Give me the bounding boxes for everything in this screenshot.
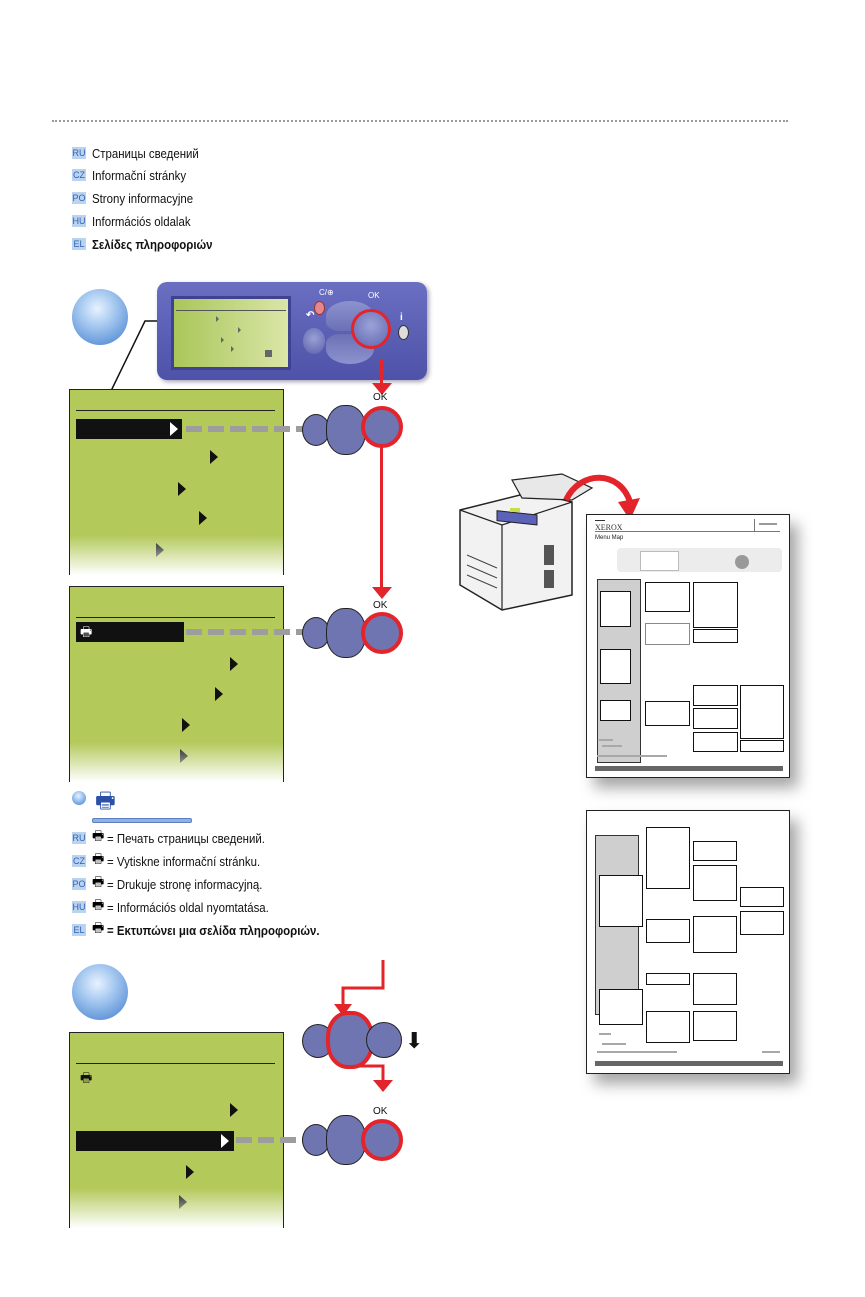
submenu-arrow	[210, 450, 218, 464]
legend-entry: EL 🖶 = Εκτυπώνει μια σελίδα πληροφοριών.	[72, 920, 349, 939]
menu-map-page-1: XEROX Menu Map	[586, 514, 790, 778]
title-text: Strony informacyjne	[92, 190, 194, 206]
legend-text: = Печать страницы сведений.	[107, 830, 266, 846]
title-entry: HU Információs oldalak	[72, 212, 204, 230]
ok-button[interactable]	[366, 1022, 402, 1058]
title-text: Страницы сведений	[92, 145, 199, 161]
lcd-screen-1	[69, 389, 284, 575]
title-entry: EL Σελίδες πληροφοριών	[72, 235, 229, 253]
language-badge: EL	[72, 924, 86, 936]
submenu-arrow	[230, 1103, 238, 1117]
printer-control-panel: ↶ C/⊕ OK i	[157, 282, 427, 380]
lcd-screen-2: 🖶	[69, 586, 284, 782]
print-icon: 🖶	[80, 624, 93, 639]
language-badge: CZ	[72, 169, 86, 181]
flow-arrow	[380, 360, 383, 390]
back-button[interactable]	[302, 617, 330, 649]
legend-entry: RU 🖶 = Печать страницы сведений.	[72, 828, 287, 847]
up-down-button[interactable]	[326, 1115, 366, 1165]
up-down-button[interactable]	[326, 405, 366, 455]
submenu-arrow	[178, 482, 186, 496]
flow-arrowhead	[372, 587, 392, 599]
power-saver-icon: C/⊕	[319, 288, 334, 297]
selection-pointer	[236, 1137, 344, 1143]
title-entry: PO Strony informacyjne	[72, 189, 207, 207]
selected-menu-item[interactable]	[76, 1131, 234, 1151]
ok-button[interactable]	[361, 406, 403, 448]
print-icon: 🖶	[95, 788, 116, 813]
panel-lcd-display	[171, 296, 291, 370]
submenu-arrow	[182, 718, 190, 732]
language-badge: EL	[72, 238, 86, 250]
title-entry: CZ Informační stránky	[72, 166, 199, 184]
xerox-logo: XEROX	[595, 523, 623, 532]
bullet-marker	[72, 791, 86, 805]
legend-text: = Információs oldal nyomtatása.	[107, 899, 270, 915]
arrow-down-icon: ⬇	[405, 1028, 424, 1053]
ok-button[interactable]	[351, 309, 391, 349]
ok-label: OK	[373, 1106, 388, 1117]
language-badge: PO	[72, 192, 86, 204]
title-text: Informační stránky	[92, 167, 187, 183]
title-entry: RU Страницы сведений	[72, 144, 213, 162]
legend-entry: PO 🖶 = Drukuje stronę informacyjną.	[72, 874, 284, 893]
submenu-arrow	[230, 657, 238, 671]
print-icon: 🖶	[92, 874, 105, 889]
print-icon: 🖶	[92, 897, 105, 912]
submenu-arrow	[215, 687, 223, 701]
submenu-arrow	[199, 511, 207, 525]
print-icon: 🖶	[92, 828, 105, 843]
up-down-button[interactable]	[326, 608, 366, 658]
language-badge: HU	[72, 215, 86, 227]
power-saver-button[interactable]	[314, 301, 325, 315]
section-divider	[52, 120, 788, 122]
step-2-marker	[72, 964, 128, 1020]
print-icon: 🖶	[92, 851, 105, 866]
legend-text: = Εκτυπώνει μια σελίδα πληροφοριών.	[107, 922, 320, 938]
selected-menu-item[interactable]: 🖶	[76, 622, 184, 642]
language-badge: HU	[72, 901, 86, 913]
selection-pointer	[186, 629, 344, 635]
print-icon: 🖶	[80, 1070, 93, 1085]
title-text: Σελίδες πληροφοριών	[92, 236, 213, 252]
output-arrow	[563, 474, 640, 520]
selected-menu-item[interactable]	[76, 419, 182, 439]
lcd-screen-3: 🖶	[69, 1032, 284, 1228]
submenu-arrow	[186, 1165, 194, 1179]
menu-map-title: Menu Map	[595, 535, 624, 541]
ok-label: OK	[373, 392, 388, 403]
legend-text: = Drukuje stronę informacyjną.	[107, 876, 263, 892]
step-1-marker	[72, 289, 128, 345]
title-text: Információs oldalak	[92, 213, 191, 229]
flow-arrowhead	[372, 383, 392, 395]
menu-map-page-2	[586, 810, 790, 1074]
language-badge: PO	[72, 878, 86, 890]
info-button[interactable]	[398, 325, 409, 340]
language-badge: RU	[72, 147, 86, 159]
legend-entry: CZ 🖶 = Vytiskne informační stránku.	[72, 851, 281, 870]
ok-label: OK	[368, 291, 380, 300]
ok-label: OK	[373, 600, 388, 611]
language-badge: CZ	[72, 855, 86, 867]
back-icon: ↶	[306, 310, 315, 321]
language-badge: RU	[72, 832, 86, 844]
selection-pointer	[186, 426, 344, 432]
legend-text: = Vytiskne informační stránku.	[107, 853, 261, 869]
ok-button[interactable]	[361, 612, 403, 654]
flow-arrow	[380, 446, 383, 591]
back-button[interactable]	[303, 328, 325, 354]
legend-underline	[92, 818, 192, 823]
ok-button[interactable]	[361, 1119, 403, 1161]
print-icon: 🖶	[92, 920, 105, 935]
info-icon: i	[400, 312, 403, 323]
legend-entry: HU 🖶 = Információs oldal nyomtatása.	[72, 897, 291, 916]
